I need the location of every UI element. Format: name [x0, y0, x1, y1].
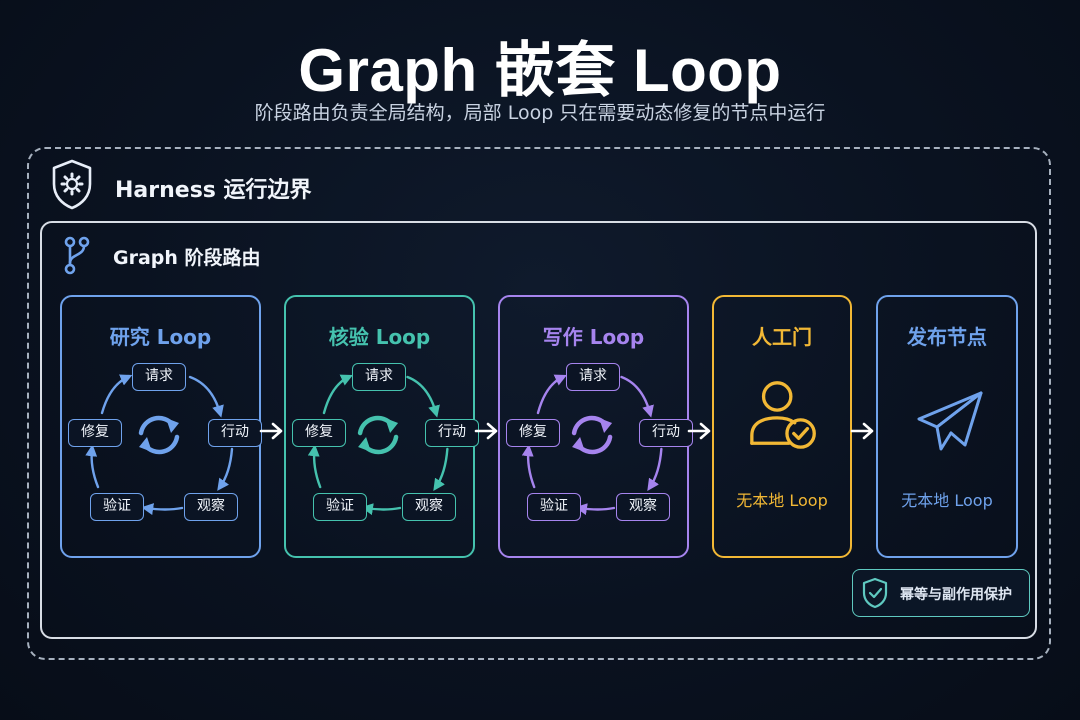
loop-node-validate: 验证 — [527, 493, 581, 521]
loop-arrow — [536, 374, 567, 415]
shield-gear-icon — [52, 159, 92, 210]
refresh-icon — [357, 415, 399, 455]
loop-node-repair: 修复 — [68, 419, 122, 447]
graph-title: Graph 阶段路由 — [113, 247, 261, 269]
loop-arrow — [141, 503, 184, 516]
refresh-icon — [138, 415, 180, 455]
flow-arrow-icon — [850, 422, 874, 440]
loop-arrow — [433, 447, 449, 491]
paper-plane-icon — [917, 391, 983, 451]
loop-node-action: 行动 — [208, 419, 262, 447]
write-loop-card: 写作 Loop 请求行动观察 验证 修复 — [498, 295, 693, 558]
loop-node-request: 请求 — [352, 363, 406, 391]
refresh-icon — [571, 415, 613, 455]
graph-container — [40, 221, 1037, 639]
shield-check-icon — [862, 577, 888, 609]
page-subtitle: 阶段路由负责全局结构，局部 Loop 只在需要动态修复的节点中运行 — [254, 102, 826, 124]
loop-title: 研究 Loop — [109, 325, 212, 349]
flow-arrow-icon — [259, 422, 283, 440]
loop-arrow — [620, 375, 654, 418]
page-title: Graph 嵌套 Loop — [298, 37, 782, 104]
loop-arrow — [574, 503, 616, 516]
human-gate-label: 无本地 Loop — [736, 491, 828, 510]
loop-node-action: 行动 — [639, 419, 693, 447]
human-gate-title: 人工门 — [752, 325, 812, 349]
loop-node-observe: 观察 — [616, 493, 670, 521]
loop-node-action: 行动 — [425, 419, 479, 447]
loop-arrow — [188, 375, 224, 418]
loop-arrow — [307, 444, 322, 489]
loop-node-repair: 修复 — [506, 419, 560, 447]
user-check-icon — [750, 381, 816, 449]
loop-node-observe: 观察 — [402, 493, 456, 521]
loop-node-repair: 修复 — [292, 419, 346, 447]
idempotency-badge-label: 幂等与副作用保护 — [900, 587, 1012, 603]
loop-title: 写作 Loop — [542, 325, 645, 349]
loop-arrows — [307, 374, 449, 516]
publish-node-label: 无本地 Loop — [901, 491, 993, 510]
loop-arrow — [100, 374, 133, 415]
flow-arrow-icon — [474, 422, 498, 440]
idempotency-badge: 幂等与副作用保护 — [852, 569, 1030, 617]
flow-arrow-icon — [687, 422, 711, 440]
loop-arrow — [647, 447, 663, 491]
harness-title: Harness 运行边界 — [115, 178, 312, 203]
human-gate-card: 人工门 无本地 Loop — [712, 295, 852, 558]
loop-node-observe: 观察 — [184, 493, 238, 521]
loop-node-request: 请求 — [132, 363, 186, 391]
loop-arrow — [360, 503, 402, 516]
loop-arrow — [322, 374, 353, 415]
loop-node-validate: 验证 — [313, 493, 367, 521]
git-branch-icon — [64, 236, 90, 275]
harness-boundary — [27, 147, 1051, 660]
verify-loop-card: 核验 Loop 请求行动观察 验证 修复 — [284, 295, 479, 558]
loop-arrow — [521, 444, 536, 489]
loop-title: 核验 Loop — [328, 325, 431, 349]
research-loop-card: 研究 Loop 请求行动观察 验证 修复 — [60, 295, 262, 558]
loop-arrow — [406, 375, 440, 418]
loop-node-request: 请求 — [566, 363, 620, 391]
loop-arrows — [85, 374, 234, 516]
publish-node-title: 发布节点 — [907, 325, 987, 349]
loop-node-validate: 验证 — [90, 493, 144, 521]
publish-node-card: 发布节点 无本地 Loop — [876, 295, 1018, 558]
loop-arrow — [217, 447, 234, 491]
loop-arrow — [85, 444, 100, 489]
loop-arrows — [521, 374, 663, 516]
